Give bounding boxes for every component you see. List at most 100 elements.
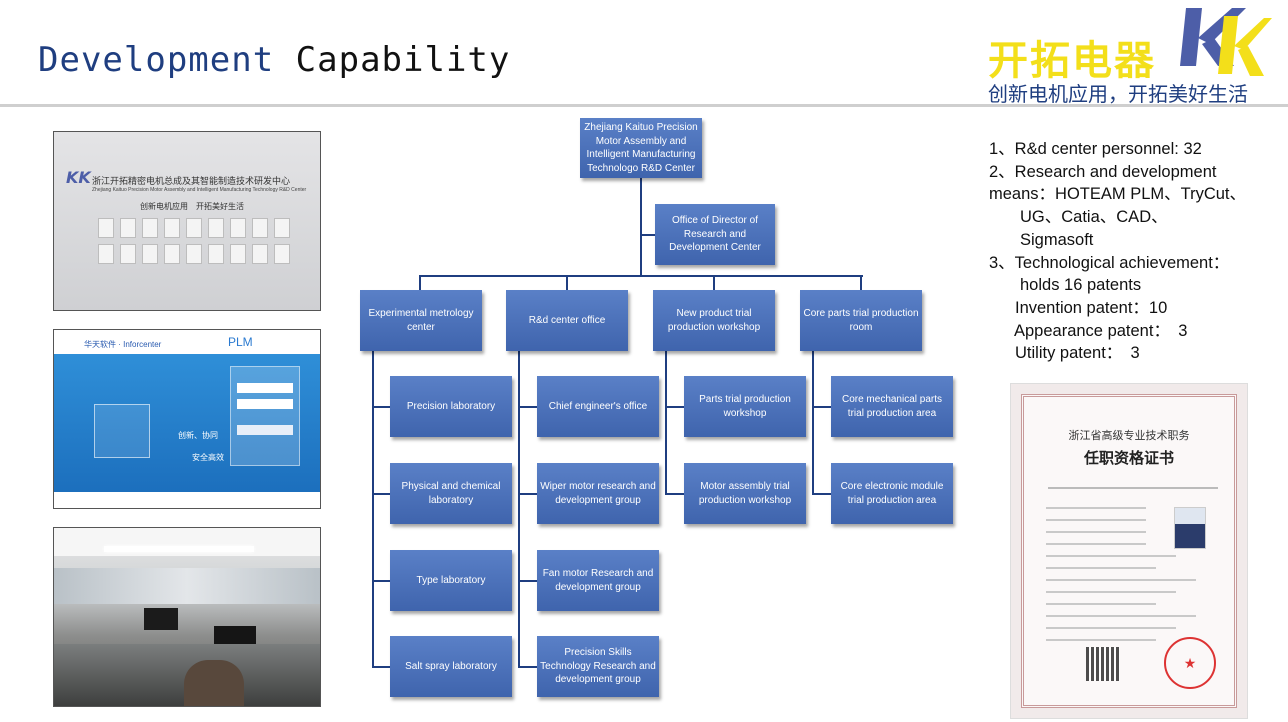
connector-line [812,493,831,495]
info-line: UG、Catia、CAD、 [1020,208,1168,227]
connector-line [419,275,863,277]
org-child-node: Physical and chemical laboratory [390,463,512,524]
connector-line [372,351,374,666]
connector-line [566,275,568,290]
wall-chinese-text: 浙江开拓精密电机总成及其智能制造技术研发中心 [92,176,291,186]
plm-illustration [94,404,150,458]
wall-frame [98,244,114,264]
wall-frame [274,218,290,238]
wall-frame [230,244,246,264]
wall-frame [230,218,246,238]
certificate-qr-code [1086,647,1120,681]
org-department-node: Experimental metrology center [360,290,482,351]
connector-line [665,406,684,408]
company-logo: 开拓电器 创新电机应用，开拓美好生活 [980,2,1280,106]
plm-password-field[interactable] [237,399,293,409]
org-child-node: Chief engineer's office [537,376,659,437]
wall-frame [208,244,224,264]
plm-login-button[interactable] [237,425,293,435]
org-child-node: Core electronic module trial production … [831,463,953,524]
info-line: 1、R&d center personnel: 32 [989,140,1202,158]
wall-frame [186,218,202,238]
certificate-text-line [1046,615,1196,617]
wall-frame [186,244,202,264]
certificate-text-line [1046,567,1156,569]
plm-brand: 华天软件 · Inforcenter [84,340,162,349]
certificate-text-line [1048,487,1218,489]
connector-line [518,666,537,668]
certificate-title-large: 任职资格证书 [1083,449,1174,467]
office-ceiling-lights [104,546,254,552]
wall-frame [274,244,290,264]
info-line: 2、Research and development [989,162,1217,181]
org-root-node: Zhejiang Kaituo Precision Motor Assembly… [580,118,702,178]
certificate-text-line [1046,627,1176,629]
certificate-text-line [1046,591,1176,593]
wall-english-text: Zhejiang Kaituo Precision Motor Assembly… [92,187,307,193]
page-title: Development Capability [38,40,510,80]
connector-line [665,351,667,493]
connector-line [812,406,831,408]
title-part2: Capability [295,40,511,80]
connector-line [372,406,390,408]
info-line: means：HOTEAM PLM、TryCut、 [989,185,1247,204]
certificate-text-line [1046,543,1146,545]
certificate-text-line [1046,531,1146,533]
org-child-node: Wiper motor research and development gro… [537,463,659,524]
certificate-text-line [1046,519,1146,521]
org-child-node: Motor assembly trial production workshop [684,463,806,524]
wall-slogan-text: 创新电机应用 开拓美好生活 [140,202,244,211]
plm-login-screenshot: 华天软件 · Inforcenter PLM 创新、协同 安全高效 [53,329,321,509]
wall-certificate-frames [98,218,298,264]
connector-line [640,234,655,236]
wall-frame [164,244,180,264]
connector-line [860,275,862,290]
org-child-node: Type laboratory [390,550,512,611]
office-monitor [144,608,178,630]
wall-frame [120,218,136,238]
title-part1: Development [38,40,275,80]
rd-office-photo [53,527,321,707]
certificate-text-line [1046,639,1156,641]
capability-info: 1、R&d center personnel: 32 2、Research an… [989,138,1246,365]
certificate-text-line [1046,603,1156,605]
certificate-text-line [1046,555,1176,557]
connector-line [812,351,814,493]
connector-line [419,275,421,290]
org-child-node: Precision Skills Technology Research and… [537,636,659,697]
connector-line [640,178,642,276]
org-child-node: Fan motor Research and development group [537,550,659,611]
plm-tagline-2: 安全高效 [192,453,224,462]
header-divider [0,104,1288,107]
certificate-title-small: 浙江省高级专业技术职务 [1068,429,1190,442]
info-line: holds 16 patents [1020,276,1142,295]
org-child-node: Parts trial production workshop [684,376,806,437]
connector-line [518,580,537,582]
connector-line [372,580,390,582]
wall-frame [208,218,224,238]
wall-frame [98,218,114,238]
logo-slogan: 创新电机应用，开拓美好生活 [988,82,1248,106]
plm-username-field[interactable] [237,383,293,393]
org-director-node: Office of Director of Research and Devel… [655,204,775,265]
wall-frame [120,244,136,264]
wall-frame [252,244,268,264]
connector-line [713,275,715,290]
connector-line [372,493,390,495]
logo-chinese-name: 开拓电器 [988,38,1156,84]
info-line: Sigmasoft [1020,230,1094,249]
office-chair [184,660,244,706]
info-line: 3、Technological achievement： [989,253,1230,272]
plm-product-name: PLM [228,335,253,349]
org-child-node: Precision laboratory [390,376,512,437]
qualification-certificate: 浙江省高级专业技术职务 任职资格证书 ★ [1010,383,1248,719]
connector-line [665,493,684,495]
info-line: Appearance patent： 3 [1014,321,1188,340]
rd-center-wall-photo: KK 浙江开拓精密电机总成及其智能制造技术研发中心 Zhejiang Kaitu… [53,131,321,311]
logo-kk-mark [1180,8,1272,76]
certificate-text-line [1046,579,1196,581]
wall-logo-icon: KK [66,168,91,187]
certificate-official-seal: ★ [1164,637,1216,689]
connector-line [518,406,537,408]
plm-banner: 创新、协同 安全高效 [54,354,320,492]
